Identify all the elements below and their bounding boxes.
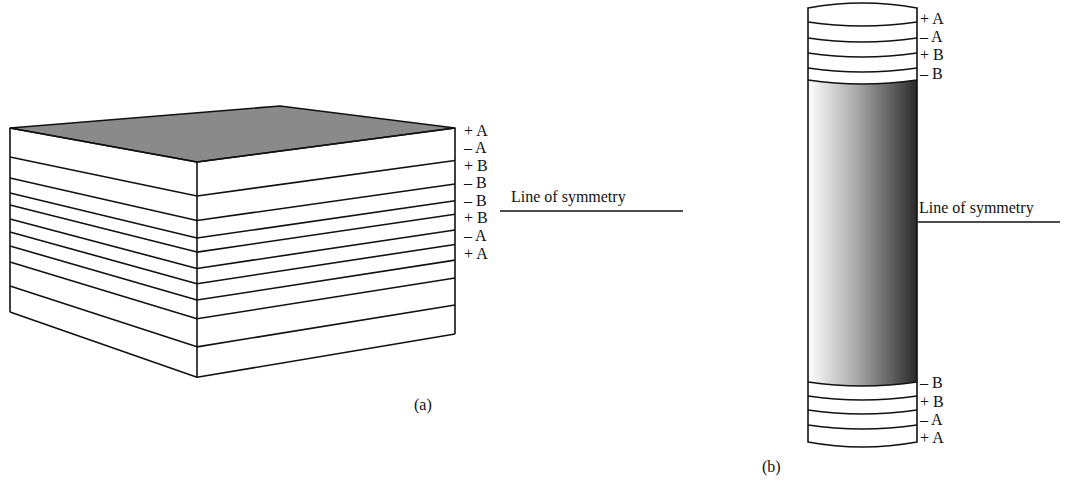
ply-label: – B [464,192,487,209]
part-label: (a) [414,396,432,413]
ply-line [10,262,455,319]
symmetry-label: Line of symmetry [919,199,1034,216]
ply-line [10,128,455,162]
ply-label: + A [920,429,944,446]
ply-band [808,410,917,414]
ply-label: – A [920,411,943,428]
ply-label: + B [920,46,944,63]
ply-label: + B [464,209,488,226]
ply-label: – A [464,227,487,244]
ply-line [10,157,455,196]
ply-band [808,382,917,386]
ply-label: – B [920,374,943,391]
ply-label: + A [464,245,488,262]
ply-band [808,396,917,400]
plate-edge [454,128,456,334]
plate-edge [196,162,198,377]
ply-line [10,219,455,268]
ply-line [10,205,455,252]
ply-band [808,53,917,57]
ply-band [808,425,917,429]
ply-label: + A [464,122,488,139]
ply-band [808,38,917,42]
ply-line [10,286,455,347]
ply-label: + B [464,157,488,174]
ply-band [808,22,917,26]
ply-label: – B [920,65,943,82]
laminate-tube [808,3,917,447]
ply-line [10,193,455,238]
laminate-plate [10,106,455,377]
ply-label: + A [920,10,944,27]
ply-band [808,68,917,72]
ply-label: + B [920,393,944,410]
part-label: (b) [762,458,781,475]
ply-label: – A [920,28,943,45]
ply-line [10,312,455,377]
plate-edge [9,128,11,312]
ply-label: – A [464,139,487,156]
ply-line [10,178,455,221]
symmetry-label: Line of symmetry [511,188,626,205]
ply-band [808,80,917,84]
ply-line [10,232,455,284]
ply-label: – B [464,174,487,191]
ply-line [10,246,455,300]
